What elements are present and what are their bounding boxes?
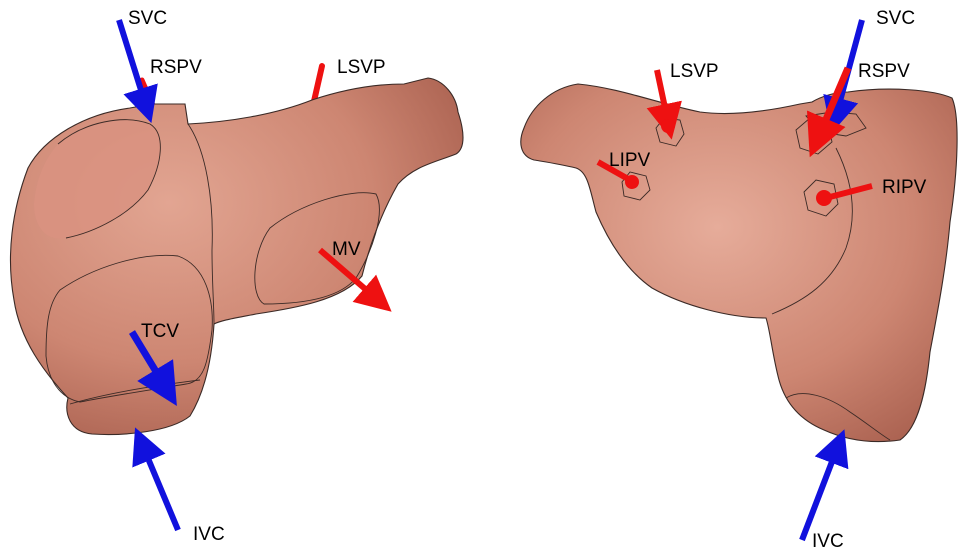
left-atria-view: SVC RSPV LSVP MV TCV IVC [10,8,463,545]
label-rspv-right: RSPV [858,61,910,82]
label-svc-left: SVC [128,8,167,29]
label-svc-right: SVC [876,8,915,29]
arrow-ivc-left [142,444,178,530]
right-atria-view: LSVP SVC RSPV LIPV RIPV IVC [521,8,957,550]
lsvp-dot-right [661,119,675,133]
ripv-dot-right [816,190,832,206]
label-lsvp-left: LSVP [337,57,386,78]
arrow-svc-left [119,20,146,106]
label-tcv-left: TCV [141,321,179,342]
label-lipv-right: LIPV [609,150,651,171]
label-rspv-left: RSPV [150,57,202,78]
label-lsvp-right: LSVP [670,61,719,82]
arrow-ivc-right [802,446,838,540]
label-ripv-right: RIPV [882,177,927,198]
label-ivc-right: IVC [812,531,844,550]
label-mv-left: MV [332,239,361,260]
label-ivc-left: IVC [193,524,225,545]
right-atria-body [521,84,957,442]
lipv-dot-right [625,175,639,189]
